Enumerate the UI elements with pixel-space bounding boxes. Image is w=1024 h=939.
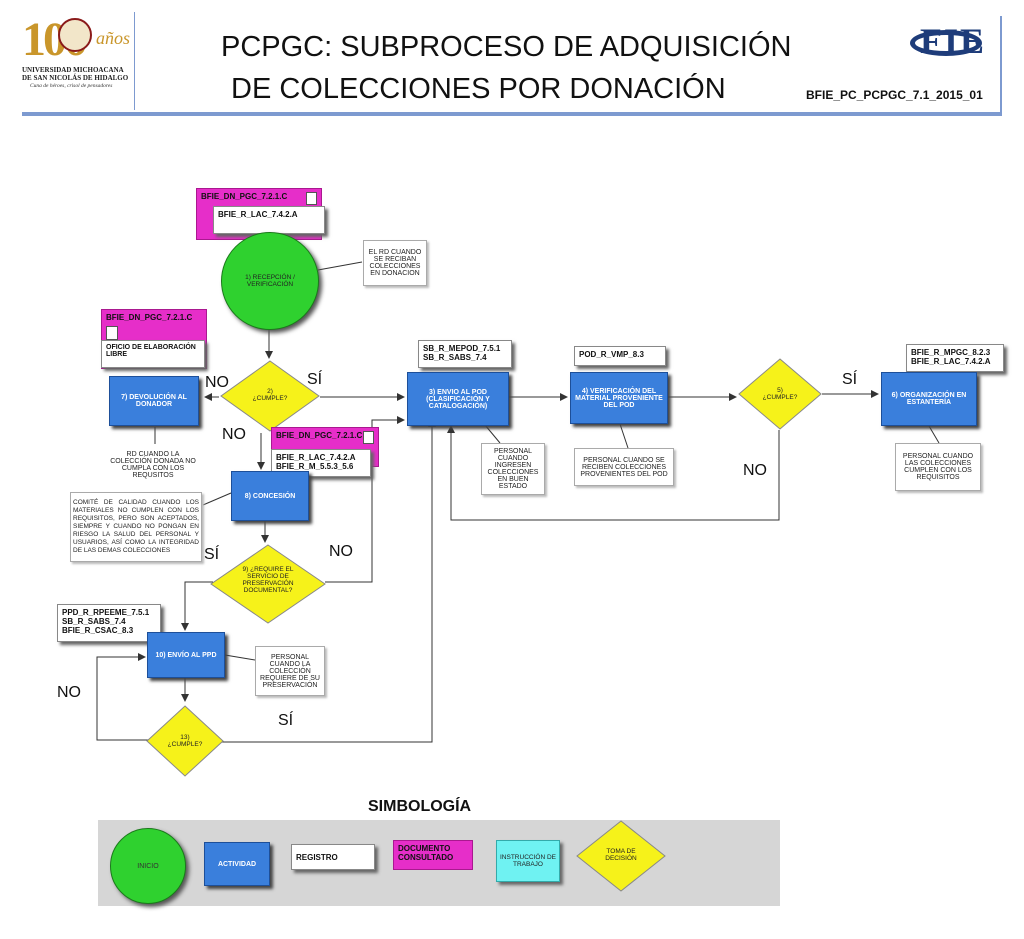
decision-diamond-icon [146, 705, 224, 777]
n5-decision: 5) ¿CUMPLE? [738, 358, 822, 430]
n7-note: RD CUANDO LA COLECCIÓN DONADA NO CUMPLA … [108, 444, 198, 486]
decision-diamond-icon [576, 820, 666, 892]
legend-instruccion-label: INSTRUCCIÓN DE TRABAJO [500, 854, 556, 868]
document-icon [106, 326, 118, 340]
fie-logo: FIE [910, 20, 984, 68]
university-name-1: UNIVERSIDAD MICHOACANA [22, 66, 124, 74]
conn-1-note [317, 261, 363, 271]
n3-record: SB_R_MEPOD_7.5.1 SB_R_SABS_7.4 [418, 340, 512, 368]
header-divider [134, 12, 135, 110]
n1-record: BFIE_R_LAC_7.4.2.A [213, 206, 325, 234]
n10-activity-label: 10) ENVÍO AL PPD [155, 651, 217, 659]
fie-logo-ring-icon [910, 30, 982, 56]
legend-instruccion: INSTRUCCIÓN DE TRABAJO [496, 840, 560, 882]
label-no-13: NO [57, 684, 81, 701]
logo-years: años [96, 28, 131, 48]
document-icon [363, 431, 374, 444]
legend-title: SIMBOLOGÍA [368, 798, 472, 815]
legend-panel: INICIO ACTIVIDAD REGISTRO DOCUMENTO CONS… [98, 820, 780, 906]
legend-decision-label: TOMA DE DECISIÓN [605, 848, 637, 862]
n10-note: PERSONAL CUANDO LA COLECCIÓN REQUIERE DE… [255, 646, 325, 696]
document-code: BFIE_PC_PCPGC_7.1_2015_01 [806, 88, 983, 102]
n8-document-code: BFIE_DN_PGC_7.2.1.C [276, 431, 363, 440]
legend-actividad: ACTIVIDAD [204, 842, 270, 886]
n3-activity-label: 3) ENVIO AL POD (CLASIFICACIÓN Y CATALOG… [426, 388, 490, 410]
university-motto: Cuna de héroes, crisol de pensadores [30, 83, 113, 89]
university-logo: 100 años UNIVERSIDAD MICHOACANA DE SAN N… [22, 12, 132, 98]
label-no-5: NO [743, 462, 767, 479]
n7-activity: 7) DEVOLUCIÓN AL DONADOR [109, 376, 199, 426]
n6-activity: 6) ORGANIZACIÓN EN ESTANTERÍA [881, 372, 977, 426]
decision-diamond-icon [738, 358, 822, 430]
university-name-2: DE SAN NICOLÁS DE HIDALGO [22, 74, 129, 82]
header-rule [22, 112, 1002, 116]
label-no-2b: NO [222, 426, 246, 443]
n9-decision-label: 9) ¿REQUIRE EL SERVICIO DE PRESERVACIÓN … [242, 566, 294, 594]
n4-activity: 4) VERIFICACIÓN DEL MATERIAL PROVENIENTE… [570, 372, 668, 424]
n2-decision: 2) ¿CUMPLE? [220, 360, 320, 432]
conn-13-no-10 [96, 653, 148, 741]
label-no-9: NO [329, 543, 353, 560]
conn-9-si-10 [181, 581, 213, 631]
n3-note: PERSONAL CUANDO INGRESEN COLECCIONES EN … [481, 443, 545, 495]
n8-activity-label: 8) CONCESIÓN [244, 492, 296, 500]
n3-activity: 3) ENVIO AL POD (CLASIFICACIÓN Y CATALOG… [407, 372, 509, 426]
n1-start-circle: 1) RECEPCIÓN / VERIFICACIÓN [221, 232, 319, 330]
n9-decision: 9) ¿REQUIRE EL SERVICIO DE PRESERVACIÓN … [210, 544, 326, 624]
label-si-5: SÍ [842, 371, 858, 388]
n4-note: PERSONAL CUANDO SE RECIBEN COLECCIONES P… [574, 448, 674, 486]
n6-activity-label: 6) ORGANIZACIÓN EN ESTANTERÍA [891, 392, 967, 406]
page-title-line2: DE COLECCIONES POR DONACIÓN [231, 73, 726, 105]
n1-start-label: 1) RECEPCIÓN / VERIFICACIÓN [245, 274, 295, 288]
n6-record: BFIE_R_MPGC_8.2.3 BFIE_R_LAC_7.4.2.A [906, 344, 1004, 372]
n5-decision-label: 5) ¿CUMPLE? [762, 387, 798, 401]
conn-10-note [224, 654, 256, 661]
decision-diamond-icon [210, 544, 326, 624]
conn-6-note [928, 425, 940, 444]
legend-registro: REGISTRO [291, 844, 375, 870]
label-si-9: SÍ [204, 546, 220, 563]
legend-inicio: INICIO [110, 828, 186, 904]
conn-9-no-3 [325, 416, 405, 583]
header-side-rule [1000, 16, 1002, 116]
n7-activity-label: 7) DEVOLUCIÓN AL DONADOR [121, 394, 187, 408]
legend-decision: TOMA DE DECISIÓN [576, 820, 666, 892]
n7-record: OFICIO DE ELABORACIÓN LIBRE [101, 340, 205, 368]
n1-note: EL RD CUANDO SE RECIBAN COLECCIONES EN D… [363, 240, 427, 286]
conn-4-note [619, 423, 629, 449]
conn-3-note [484, 424, 501, 444]
n8-record: BFIE_R_LAC_7.4.2.A BFIE_R_M_5.5.3_5.6 [271, 449, 371, 477]
n13-decision-label: 13) ¿CUMPLE? [167, 734, 203, 748]
legend-documento: DOCUMENTO CONSULTADO [393, 840, 473, 870]
n8-activity: 8) CONCESIÓN [231, 471, 309, 521]
fie-logo-text: FIE [920, 21, 987, 61]
n10-record: PPD_R_RPEEME_7.5.1 SB_R_SABS_7.4 BFIE_R_… [57, 604, 161, 642]
conn-8-note [202, 492, 232, 506]
document-icon [306, 192, 317, 205]
n1-document-code: BFIE_DN_PGC_7.2.1.C [201, 192, 288, 201]
n4-activity-label: 4) VERIFICACIÓN DEL MATERIAL PROVENIENTE… [575, 387, 663, 409]
n8-note: COMITÉ DE CALIDAD CUANDO LOS MATERIALES … [70, 492, 202, 562]
n13-decision: 13) ¿CUMPLE? [146, 705, 224, 777]
n4-record: POD_R_VMP_8.3 [574, 346, 666, 366]
legend-actividad-label: ACTIVIDAD [217, 860, 257, 868]
n7-document-code: BFIE_DN_PGC_7.2.1.C [106, 313, 193, 322]
conn-13-si-3 [220, 419, 436, 743]
n10-activity: 10) ENVÍO AL PPD [147, 632, 225, 678]
label-si-13: SÍ [278, 712, 294, 729]
page-title-line1: PCPGC: SUBPROCESO DE ADQUISICIÓN [221, 31, 792, 63]
conn-5-no-3 [447, 425, 780, 521]
label-si-2: SÍ [307, 371, 323, 388]
label-no-2: NO [205, 374, 229, 391]
legend-inicio-label: INICIO [137, 862, 159, 870]
n2-decision-label: 2) ¿CUMPLE? [252, 388, 288, 402]
decision-diamond-icon [220, 360, 320, 432]
logo-seal-icon [58, 18, 92, 52]
n6-note: PERSONAL CUANDO LAS COLECCIONES CUMPLEN … [895, 443, 981, 491]
